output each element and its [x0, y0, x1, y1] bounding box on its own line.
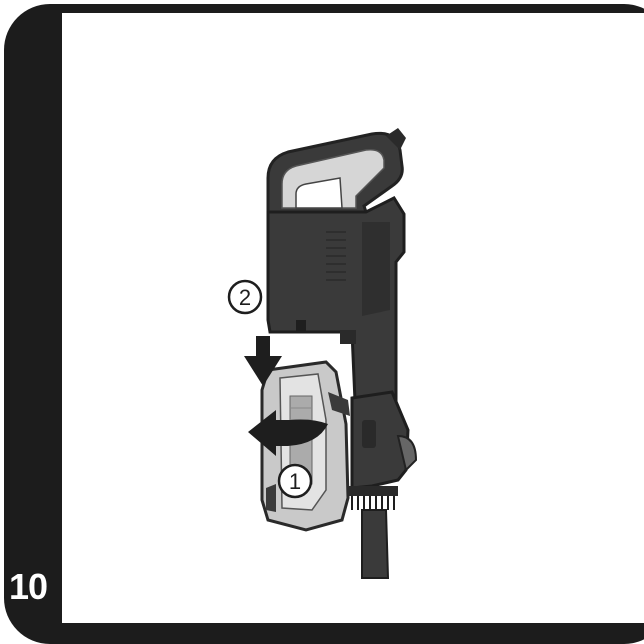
vacuum-lower-housing [350, 390, 418, 490]
instruction-page: 10 [4, 4, 644, 644]
svg-text:1: 1 [289, 469, 301, 494]
vacuum-body [266, 196, 406, 426]
rotate-arrow-icon [248, 410, 328, 456]
callout-1: 1 [277, 463, 313, 499]
vacuum-handle [266, 128, 406, 214]
brush-head [348, 486, 398, 579]
step-number: 10 [9, 566, 48, 607]
vacuum-illustration: 2 1 [227, 128, 418, 579]
down-arrow-icon [244, 336, 282, 386]
callout-2: 2 [227, 279, 263, 315]
svg-text:2: 2 [239, 285, 251, 310]
